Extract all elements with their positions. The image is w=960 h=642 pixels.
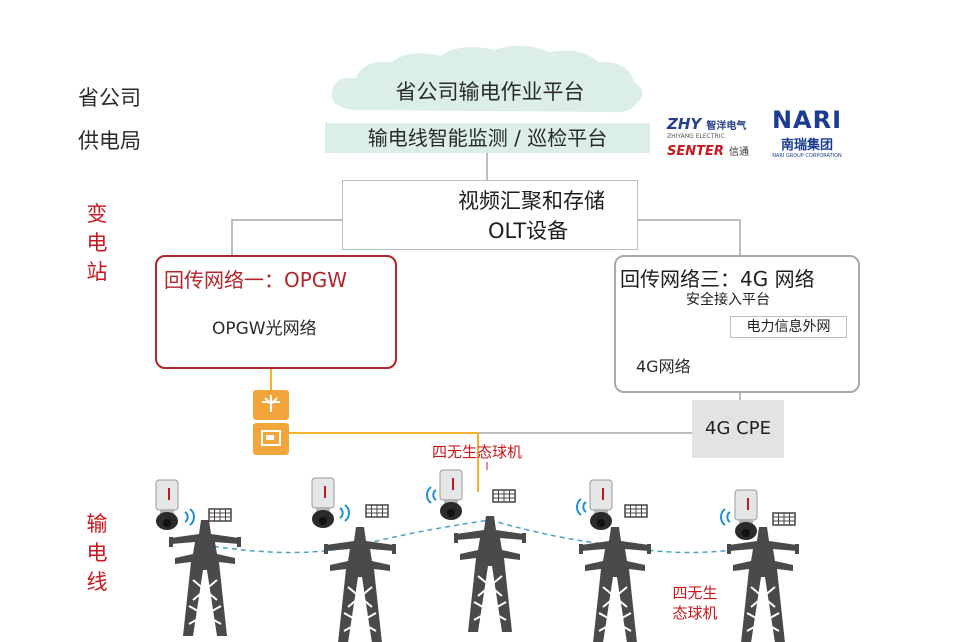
network-one-title: 回传网络一：OPGW [164,268,348,292]
label-bureau: 供电局 [78,129,141,153]
substation-box [342,180,638,250]
power-extranet-box: 电力信息外网 [730,316,847,338]
4g-cpe-device: 4G CPE [692,400,784,458]
label-transmission-line: 输电线 [86,512,108,594]
secure-access-label: 安全接入平台 [686,292,770,308]
olt-device-label: OLT设备 [488,219,569,243]
monitor-platform: 输电线智能监测 / 巡检平台 [325,123,650,153]
opgw-cloud-label: OPGW光网络 [212,319,317,339]
camera-label-bottom: 四无生态球机 [672,584,718,622]
network-three-title: 回传网络三：4G 网络 [620,267,815,291]
nari-logo: NARI 南瑞集团 NARI GROUP CORPORATION [771,106,843,159]
network-one-box [155,255,397,369]
zhiyang-logo: ZHY 智洋电气 ZHIYANG ELECTRIC [667,115,747,140]
video-storage-label: 视频汇聚和存储 [458,189,605,213]
label-province: 省公司 [78,86,141,110]
camera-label: 四无生态球机 [432,443,523,461]
senter-logo: SENTER 信通 [667,144,749,159]
label-substation: 变电站 [86,202,108,284]
4g-cloud-label: 4G网络 [636,357,691,376]
province-platform: 省公司输电作业平台 [395,80,585,104]
